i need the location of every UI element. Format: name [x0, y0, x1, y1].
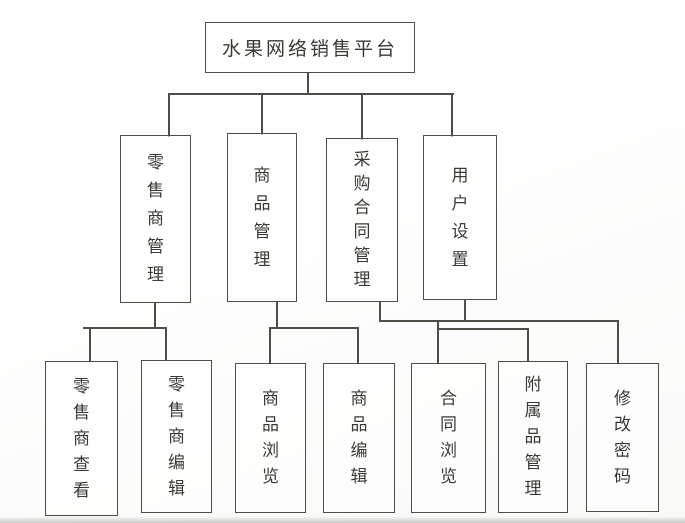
node-change-password: 修改密码: [586, 363, 659, 512]
node-retailer-management-label: 零售商管理: [147, 153, 164, 284]
node-change-password-label: 修改密码: [614, 388, 631, 486]
connector-user-settings-stub: [464, 299, 466, 322]
connector-drop-retailer-edit: [165, 327, 167, 361]
node-retailer-view-label: 零售商查看: [73, 376, 90, 500]
node-retailer-edit: 零售商编辑: [141, 360, 212, 513]
node-product-browse: 商品浏览: [235, 363, 306, 513]
connector-drop-accessory-management: [527, 328, 529, 362]
node-product-edit-label: 商品编辑: [350, 389, 368, 486]
node-purchase-contract-management-label: 采购合同管理: [353, 150, 371, 289]
connector-drop-contract-browse: [437, 328, 439, 364]
connector-top-rail: [168, 93, 454, 95]
connector-right-rail-link: [437, 320, 439, 330]
node-user-settings: 用户设置: [423, 135, 497, 300]
node-product-management: 商品管理: [227, 133, 297, 302]
scan-shadow-bottom-edge: [0, 516, 685, 523]
connector-drop-product-edit: [357, 327, 359, 364]
node-retailer-management: 零售商管理: [120, 135, 191, 303]
connector-drop-purchase-contract-management: [361, 93, 363, 140]
node-platform: 水果网络销售平台: [205, 22, 415, 73]
connector-product-stub: [276, 301, 278, 329]
connector-drop-retailer-view: [89, 327, 91, 362]
node-user-settings-label: 用户设置: [451, 165, 469, 269]
connector-retailer-stub: [154, 302, 156, 329]
node-product-browse-label: 商品浏览: [262, 389, 279, 486]
connector-drop-retailer-management: [168, 93, 170, 137]
node-product-edit: 商品编辑: [323, 363, 395, 513]
node-accessory-management: 附属品管理: [498, 361, 568, 513]
node-contract-browse-label: 合同浏览: [440, 389, 457, 486]
node-product-management-label: 商品管理: [253, 165, 271, 269]
node-retailer-edit-label: 零售商编辑: [168, 374, 185, 498]
connector-retailer-rail: [83, 327, 167, 329]
node-purchase-contract-management: 采购合同管理: [326, 138, 398, 302]
node-contract-browse: 合同浏览: [411, 363, 486, 513]
connector-root-stub: [307, 72, 309, 94]
connector-drop-product-browse: [269, 327, 271, 364]
node-platform-label: 水果网络销售平台: [221, 39, 398, 60]
connector-right-rail-upper: [379, 320, 619, 322]
connector-right-rail-lower: [437, 328, 529, 330]
connector-product-rail: [269, 327, 359, 329]
node-retailer-view: 零售商查看: [45, 361, 118, 516]
connector-drop-change-password: [617, 320, 619, 364]
node-accessory-management-label: 附属品管理: [524, 375, 542, 498]
connector-drop-user-settings: [451, 93, 453, 137]
connector-contract-stub: [379, 301, 381, 322]
connector-drop-product-management: [261, 93, 263, 135]
